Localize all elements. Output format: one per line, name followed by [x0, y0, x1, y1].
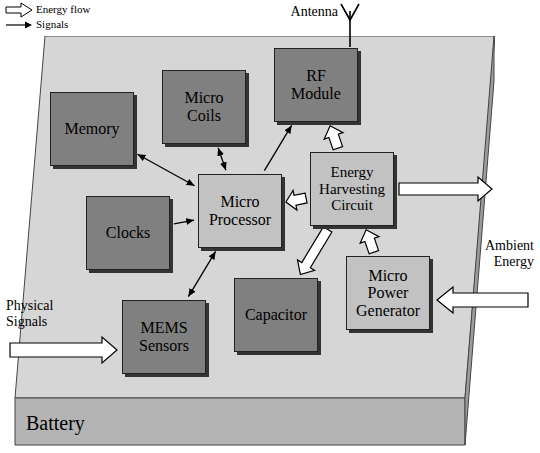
- antenna-mast: [349, 11, 351, 47]
- legend-energy-symbol: [6, 3, 32, 17]
- module-block: MEMS Sensors: [122, 300, 206, 374]
- signal-arrow: [264, 125, 291, 170]
- legend-signal-line: [6, 24, 26, 25]
- antenna-label: Antenna: [274, 4, 338, 20]
- block-label: Capacitor: [241, 306, 311, 324]
- block-label: Micro Power Generator: [353, 267, 423, 320]
- signal-input-arrow: [10, 337, 117, 363]
- block-label: MEMS Sensors: [129, 319, 199, 354]
- block-label: Energy Harvesting Circuit: [314, 164, 390, 214]
- signal-arrow: [218, 148, 226, 170]
- module-block: Capacitor: [234, 278, 318, 352]
- energy-arrow: [298, 227, 332, 275]
- board-front: [15, 398, 465, 445]
- block-label: Micro Coils: [169, 89, 239, 124]
- module-block: Memory: [50, 92, 134, 166]
- block-label: RF Module: [281, 67, 351, 102]
- block-label: Clocks: [93, 224, 163, 242]
- energy-arrow: [399, 177, 492, 201]
- module-block: Micro Coils: [162, 70, 246, 144]
- harvester-block: Energy Harvesting Circuit: [310, 152, 394, 226]
- battery-board: BatteryMemoryMicro CoilsRF ModuleClocksM…: [10, 36, 495, 446]
- energy-arrow: [286, 190, 307, 210]
- processor-block: Micro Processor: [198, 174, 282, 248]
- block-label: Micro Processor: [205, 193, 275, 228]
- generator-block: Micro Power Generator: [346, 256, 430, 330]
- antenna-symbol: [341, 4, 359, 20]
- board-label: Battery: [26, 412, 85, 434]
- energy-input-arrow: [437, 287, 528, 313]
- legend-signal-head: [25, 22, 32, 29]
- legend-text: Energy flow: [36, 3, 90, 16]
- module-block: RF Module: [274, 48, 358, 122]
- energy-arrow: [324, 126, 343, 150]
- input-label: Physical Signals: [6, 298, 68, 330]
- signal-arrow: [137, 154, 194, 186]
- signal-arrow: [174, 220, 194, 224]
- legend-text: Signals: [36, 18, 68, 31]
- block-label: Memory: [57, 120, 127, 138]
- module-block: Clocks: [86, 196, 170, 270]
- signal-arrow: [188, 251, 215, 296]
- input-label: Ambient Energy: [462, 238, 534, 270]
- energy-arrow: [360, 230, 379, 254]
